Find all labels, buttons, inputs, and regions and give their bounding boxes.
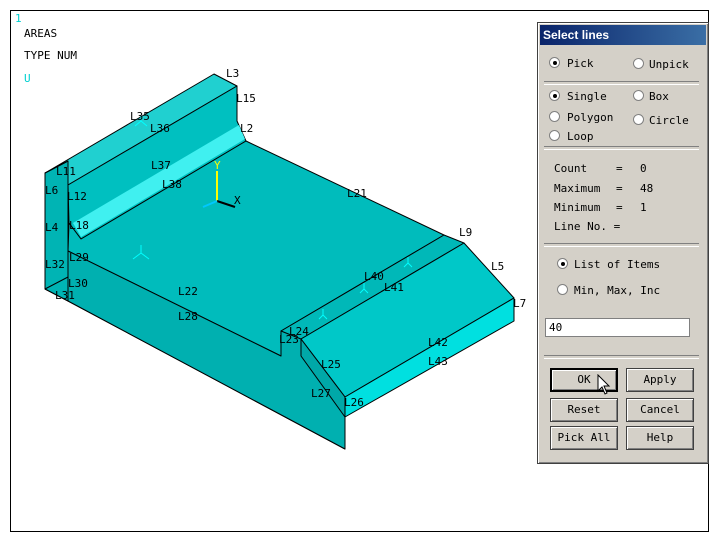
line-label-l12: L12	[67, 190, 87, 203]
circle-label: Circle	[649, 114, 689, 127]
pick-radio[interactable]	[549, 57, 560, 68]
single-radio[interactable]	[549, 90, 560, 101]
minimum-label: Minimum	[554, 201, 601, 214]
line-label-l29: L29	[69, 251, 89, 264]
line-label-l3: L3	[226, 67, 239, 80]
separator	[544, 243, 699, 247]
line-label-l43: L43	[428, 355, 448, 368]
polygon-label: Polygon	[567, 111, 614, 124]
list-of-items-radio[interactable]	[557, 258, 568, 269]
unpick-label: Unpick	[649, 58, 689, 71]
marker-label: U	[24, 72, 31, 85]
line-label-l15: L15	[236, 92, 256, 105]
end-left-face	[300, 338, 346, 418]
line-label-l6: L6	[45, 184, 58, 197]
line-label-l42: L42	[428, 336, 448, 349]
line-label-l27: L27	[311, 387, 331, 400]
line-label-l35: L35	[130, 110, 150, 123]
mouse-pointer-icon	[597, 374, 611, 395]
fillet-strip	[73, 125, 245, 237]
single-label: Single	[567, 90, 607, 103]
line-label-l38: L38	[162, 178, 182, 191]
reset-button[interactable]: Reset	[550, 398, 618, 422]
cancel-button[interactable]: Cancel	[626, 398, 694, 422]
box-radio[interactable]	[633, 90, 644, 101]
line-label-l24: L24	[289, 325, 309, 338]
polygon-radio[interactable]	[549, 111, 560, 122]
circle-radio[interactable]	[633, 114, 644, 125]
line-label-l7: L7	[513, 297, 526, 310]
apply-button[interactable]: Apply	[626, 368, 694, 392]
line-label-l32: L32	[45, 258, 65, 271]
unpick-radio[interactable]	[633, 58, 644, 69]
separator	[544, 81, 699, 85]
line-label-l21: L21	[347, 187, 367, 200]
pick-all-button[interactable]: Pick All	[550, 426, 618, 450]
triad-x-label: X	[234, 194, 241, 207]
separator	[544, 355, 699, 359]
item-entry-field[interactable]	[545, 318, 690, 337]
separator	[544, 146, 699, 150]
line-label-l9: L9	[459, 226, 472, 239]
loop-label: Loop	[567, 130, 594, 143]
list-of-items-label: List of Items	[574, 258, 661, 271]
count-label: Count	[554, 162, 588, 175]
coordinate-triad: Y X	[202, 159, 241, 208]
line-label-l22: L22	[178, 285, 198, 298]
window-number: 1	[15, 12, 22, 25]
line-label-l11: L11	[56, 165, 76, 178]
minimum-value: 1	[640, 201, 647, 214]
line-label-l5: L5	[491, 260, 504, 273]
loop-radio[interactable]	[549, 130, 560, 141]
min-max-inc-label: Min, Max, Inc	[574, 284, 661, 297]
maximum-label: Maximum	[554, 182, 601, 195]
line-label-l41: L41	[384, 281, 404, 294]
line-label-l2: L2	[240, 122, 253, 135]
marker-symbols	[132, 115, 413, 320]
line-label-l23: L23	[279, 333, 299, 346]
line-label-l30: L30	[68, 277, 88, 290]
dialog-title: Select lines	[540, 25, 706, 45]
pick-label: Pick	[567, 57, 594, 70]
equals-sign: =	[616, 162, 623, 175]
maximum-value: 48	[640, 182, 654, 195]
line-label-l31: L31	[55, 289, 75, 302]
plot-type-label: AREAS	[24, 27, 58, 40]
line-label-l40: L40	[364, 270, 384, 283]
triad-y-label: Y	[214, 159, 221, 172]
numbering-label: TYPE NUM	[24, 49, 77, 62]
help-button[interactable]: Help	[626, 426, 694, 450]
equals-sign: =	[616, 182, 623, 195]
min-max-inc-radio[interactable]	[557, 284, 568, 295]
line-label-l25: L25	[321, 358, 341, 371]
count-value: 0	[640, 162, 647, 175]
line-no-label: Line No. =	[554, 220, 621, 233]
line-label-l28: L28	[178, 310, 198, 323]
line-label-l18: L18	[69, 219, 89, 232]
box-label: Box	[649, 90, 669, 103]
line-label-l37: L37	[151, 159, 171, 172]
line-label-l36: L36	[150, 122, 170, 135]
line-label-l26: L26	[344, 396, 364, 409]
equals-sign: =	[616, 201, 623, 214]
ok-button[interactable]: OK	[550, 368, 618, 392]
line-label-l4: L4	[45, 221, 59, 234]
